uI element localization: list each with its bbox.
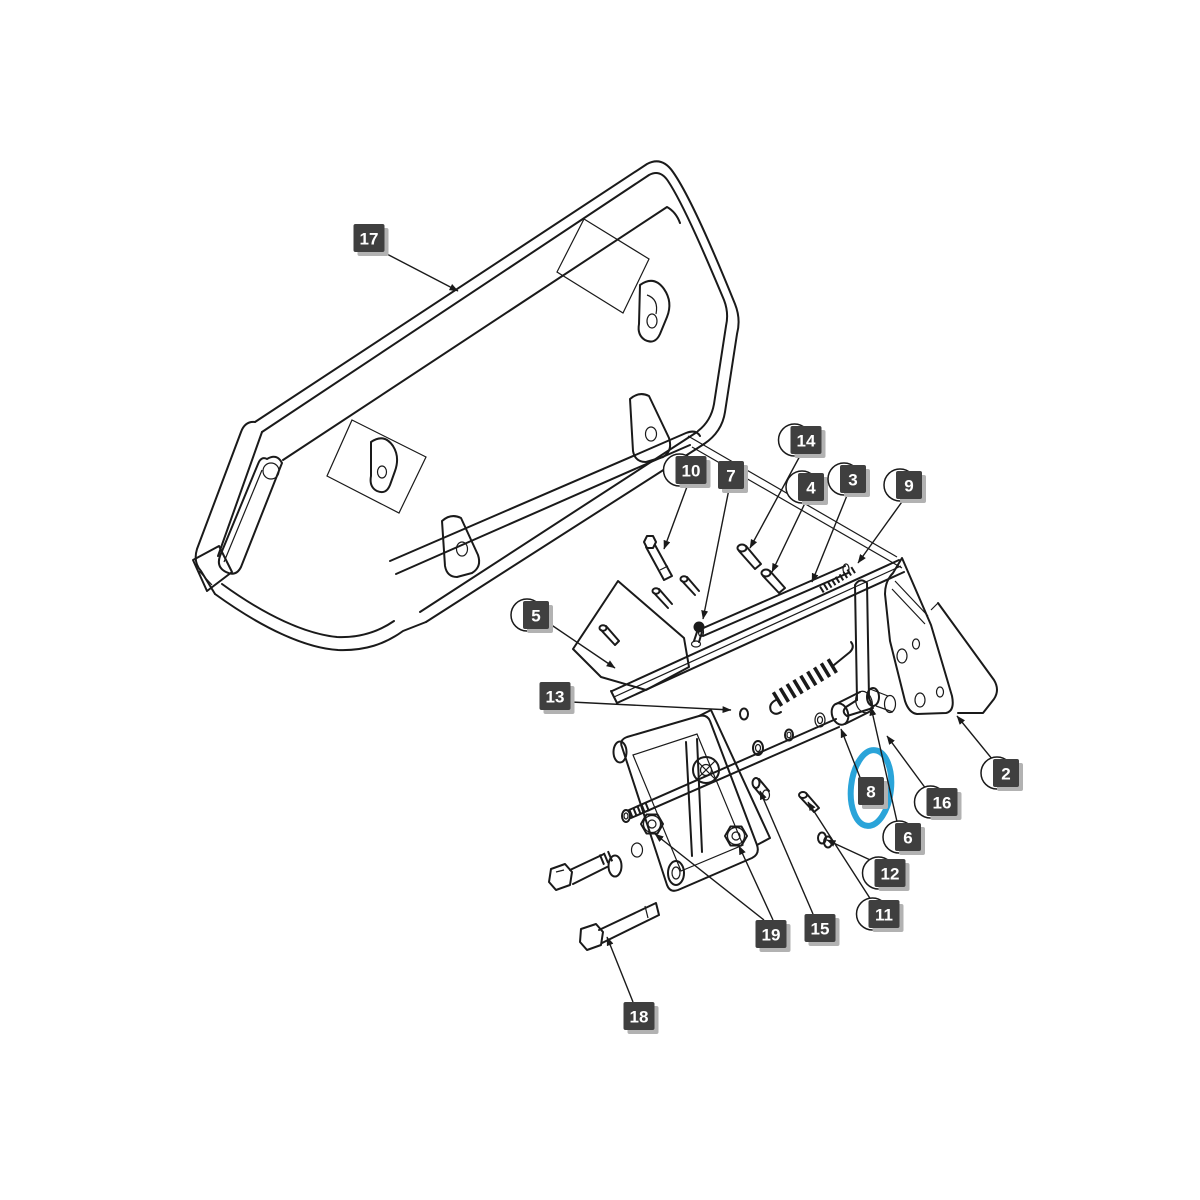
part-number-text: 16 [933, 794, 952, 813]
part-label-8: 8 [840, 728, 888, 809]
leader-line [840, 728, 862, 781]
leader-line [886, 735, 930, 794]
part-label-4: 4 [771, 470, 828, 573]
part-label-6: 6 [869, 706, 925, 855]
leader-line [382, 251, 459, 292]
hex-bolt-head [579, 923, 604, 951]
label-box [895, 823, 921, 851]
hex-bolt-head [548, 863, 573, 891]
part-number-text: 19 [762, 926, 781, 945]
label-box [353, 224, 385, 252]
frame-assembly-drawing [548, 535, 998, 951]
label-box [993, 759, 1019, 787]
label-box [798, 473, 824, 501]
part-number-text: 14 [797, 432, 816, 451]
label-box [539, 682, 571, 710]
part-number-text: 3 [848, 471, 857, 490]
leader-line [606, 936, 634, 1003]
leader-line [654, 833, 765, 921]
label-box [623, 1002, 655, 1030]
part-number-text: 8 [866, 783, 875, 802]
part-number-text: 4 [806, 479, 816, 498]
bucket-drawing [192, 160, 903, 652]
part-label-13: 13 [539, 682, 732, 714]
leader-line [811, 492, 849, 583]
leader-line [759, 790, 814, 915]
highlight-ellipse [847, 747, 895, 829]
leader-line [701, 488, 730, 620]
label-box [675, 456, 707, 484]
part-label-12: 12 [826, 839, 910, 891]
leader-line [869, 706, 899, 827]
part-number-text: 6 [903, 829, 912, 848]
label-box [523, 601, 549, 629]
label-box [755, 920, 787, 948]
part-number-text: 5 [531, 607, 540, 626]
leader-line [549, 623, 616, 669]
leader-line [749, 453, 802, 549]
leader-line [771, 500, 807, 573]
label-box [790, 426, 822, 454]
part-number-text: 9 [904, 477, 913, 496]
leader-line [738, 845, 774, 921]
part-number-text: 15 [811, 920, 830, 939]
part-label-16: 16 [886, 735, 962, 820]
leader-line [807, 801, 874, 904]
part-number-text: 7 [726, 467, 735, 486]
label-box [896, 471, 922, 499]
part-number-text: 11 [875, 906, 893, 925]
label-box [926, 788, 958, 816]
leader-line [857, 498, 905, 564]
part-label-9: 9 [857, 468, 926, 564]
part-label-15: 15 [759, 790, 840, 946]
part-label-17: 17 [353, 224, 459, 292]
label-box [858, 777, 884, 805]
part-label-7: 7 [701, 461, 748, 620]
part-label-11: 11 [807, 801, 904, 932]
leader-line [570, 701, 732, 714]
label-box [718, 461, 744, 489]
label-box [804, 914, 836, 942]
part-number-text: 10 [682, 462, 701, 481]
part-label-2: 2 [956, 715, 1023, 791]
part-label-10: 10 [662, 453, 711, 550]
label-box [840, 465, 866, 493]
part-number-text: 18 [630, 1008, 649, 1027]
flange-nut [640, 813, 664, 835]
part-number-text: 2 [1001, 765, 1010, 784]
part-label-5: 5 [510, 598, 616, 669]
part-label-3: 3 [811, 462, 870, 583]
part-number-text: 13 [546, 688, 565, 707]
part-label-19: 19 [654, 833, 791, 952]
flange-nut [724, 825, 748, 847]
grease-fitting [693, 621, 705, 633]
part-label-14: 14 [749, 423, 826, 549]
part-number-text: 12 [881, 865, 900, 884]
spring-coil [771, 658, 839, 707]
part-number-text: 17 [360, 230, 379, 249]
part-label-18: 18 [606, 936, 659, 1034]
label-box [868, 900, 900, 928]
leader-line [956, 715, 998, 766]
labels-layer: 17 10 7 14 4 3 9 5 13 2 8 16 612 11 19 15 18 [353, 224, 1023, 1034]
label-box [874, 859, 906, 887]
leader-line [663, 483, 689, 550]
